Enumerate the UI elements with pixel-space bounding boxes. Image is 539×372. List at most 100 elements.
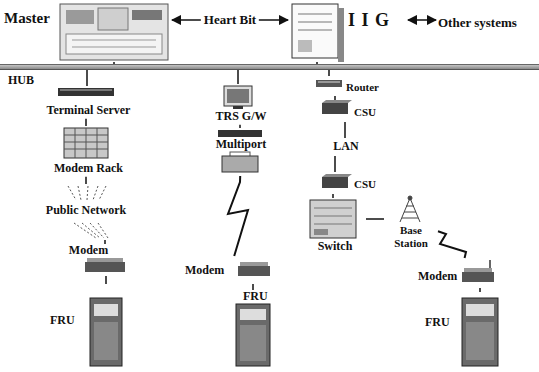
node-label: Other systems: [438, 16, 517, 31]
cabinet-body: [462, 298, 498, 366]
connector-line: [332, 194, 334, 198]
node-label: Public Network: [30, 204, 142, 218]
console-detail: [72, 40, 156, 41]
iig-server: I I G: [288, 2, 408, 62]
tower-top: [408, 196, 412, 200]
connector-line: [86, 70, 88, 86]
master-console: Master: [4, 2, 172, 62]
switch: [310, 200, 356, 238]
external-systems: Other systems: [436, 14, 536, 34]
connector-line: [105, 276, 107, 284]
connector-line: [408, 19, 436, 21]
server-slot: [298, 14, 332, 15]
connector-line: [344, 122, 346, 138]
network-wire: [74, 223, 96, 238]
multiport: Multiport: [200, 128, 282, 176]
wireless-link: [228, 176, 248, 256]
router: [316, 80, 342, 87]
modem-rack: [64, 128, 108, 158]
edge-label: Heart Bit: [201, 13, 259, 28]
node-label: FRU: [50, 314, 75, 328]
fru-cabinet: FRU: [420, 292, 510, 368]
csu: CSU: [318, 172, 388, 194]
network-wire: [93, 186, 98, 200]
modem-body: [85, 262, 125, 272]
modem-rack: Modem Rack: [45, 126, 132, 177]
csu: [322, 100, 352, 114]
switch-detail: [314, 229, 328, 235]
lan: LAN: [322, 138, 370, 156]
modem: [462, 260, 494, 282]
modem: Modem: [185, 256, 275, 284]
trs-gateway: TRS G/W: [205, 84, 277, 125]
network-wire: [87, 186, 88, 200]
switch-body: [310, 200, 356, 238]
network-wire: [82, 223, 100, 238]
connector-line: [366, 218, 384, 220]
node-label: Multiport: [200, 138, 282, 152]
node-label: Base Station: [384, 224, 438, 249]
node-label: Modem: [418, 270, 457, 284]
cabinet-panel: [466, 322, 494, 360]
network-wire: [98, 223, 108, 238]
switch: Switch: [304, 198, 366, 256]
base-station: Base Station: [384, 194, 438, 250]
router-body: [316, 80, 342, 87]
rack-grid: [86, 128, 87, 158]
console-monitor: [98, 8, 128, 30]
node-label: CSU: [354, 178, 376, 191]
cabinet-body: [236, 304, 270, 366]
base-station-tower: [400, 196, 420, 222]
connector-line: [479, 288, 481, 292]
master-console: [60, 4, 168, 60]
node-label: Router: [346, 81, 379, 94]
cabinet-display: [466, 304, 494, 316]
modem: [238, 262, 270, 276]
node-label: HUB: [8, 74, 34, 88]
terminal-server-box: [58, 88, 114, 96]
server-slot: [298, 30, 332, 31]
router: Router: [312, 76, 384, 96]
switch-detail: [314, 224, 352, 225]
fru-cabinet: [90, 298, 122, 366]
node-label: LAN: [322, 140, 370, 154]
switch-detail: [314, 208, 352, 209]
fru-cabinet: FRU: [215, 290, 290, 368]
console-detail: [72, 47, 156, 48]
terminal-server-edge: [60, 89, 112, 91]
node-label: Modem: [185, 264, 224, 278]
network-wire: [99, 186, 106, 200]
network-wire: [90, 223, 104, 238]
server-side: [338, 8, 344, 62]
wireless-link: [438, 231, 466, 258]
fru-cabinet: FRU: [45, 284, 135, 368]
network-wire: [68, 186, 76, 200]
rack-body: [64, 128, 108, 158]
fru-cabinet: [462, 298, 498, 366]
modem-body: [238, 266, 270, 276]
console-desk: [66, 34, 162, 54]
connector-line: [237, 70, 239, 84]
node-label: FRU: [243, 290, 268, 304]
modem: Modem: [45, 244, 132, 276]
terminal-server: Terminal Server: [40, 86, 137, 119]
csu-top: [322, 100, 352, 103]
rack-grid: [97, 128, 98, 158]
cabinet-display: [240, 309, 266, 320]
iig-server: [292, 4, 344, 62]
cabinet-panel: [240, 325, 266, 361]
hub-bus: HUB: [0, 64, 539, 70]
terminal-server: [58, 88, 114, 96]
console-body: [60, 4, 168, 60]
cabinet-display: [94, 304, 118, 316]
console-module: [132, 10, 162, 20]
modem-body: [462, 272, 494, 282]
server-front: [292, 4, 338, 58]
connector-line: [328, 70, 330, 76]
cabinet-panel: [94, 322, 118, 360]
server-drive: [298, 40, 312, 52]
trs-computer: [224, 86, 252, 109]
csu-top: [322, 174, 352, 177]
connector-line: [334, 156, 336, 172]
connector-line: [85, 119, 87, 126]
